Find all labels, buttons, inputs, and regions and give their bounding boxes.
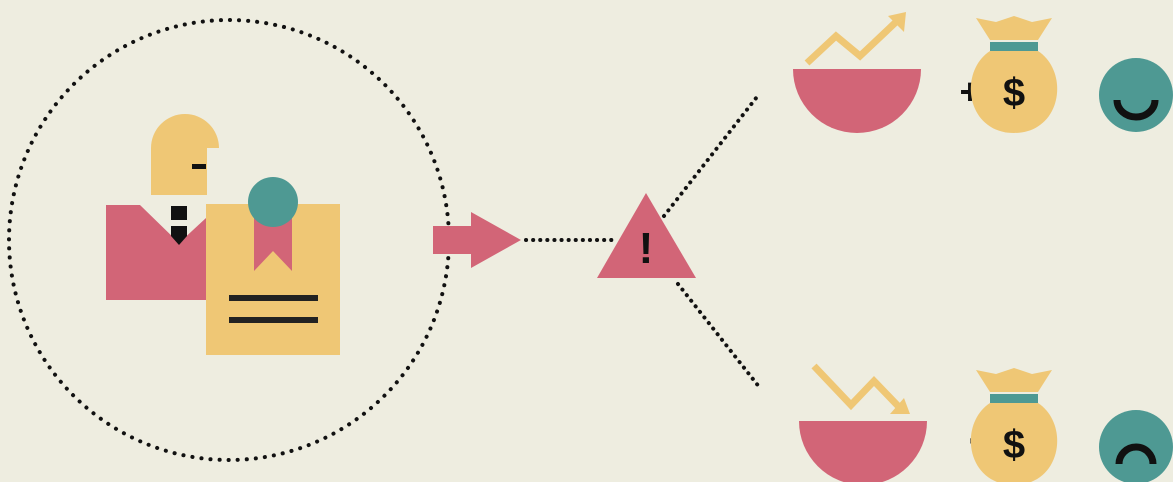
dollar-sign: $ [1003, 71, 1025, 115]
money-bag-icon: $ [971, 368, 1057, 482]
person-icon [106, 114, 219, 300]
warning-triangle-icon: ! [597, 193, 696, 278]
bowl-icon [799, 421, 927, 482]
happy-face-icon [1099, 58, 1173, 132]
warning-mark: ! [639, 224, 654, 273]
money-bag-icon: $ [971, 16, 1057, 133]
bowl-icon [793, 69, 921, 133]
positive-outcome: + $ [793, 12, 1173, 133]
dollar-sign: $ [1003, 423, 1025, 467]
trend-down-icon [814, 366, 910, 414]
trend-up-icon [807, 12, 906, 63]
arrow-right-icon [433, 212, 521, 268]
sad-face-icon [1099, 410, 1173, 482]
negative-outcome: - $ [799, 366, 1173, 482]
certificate-icon [206, 177, 340, 355]
